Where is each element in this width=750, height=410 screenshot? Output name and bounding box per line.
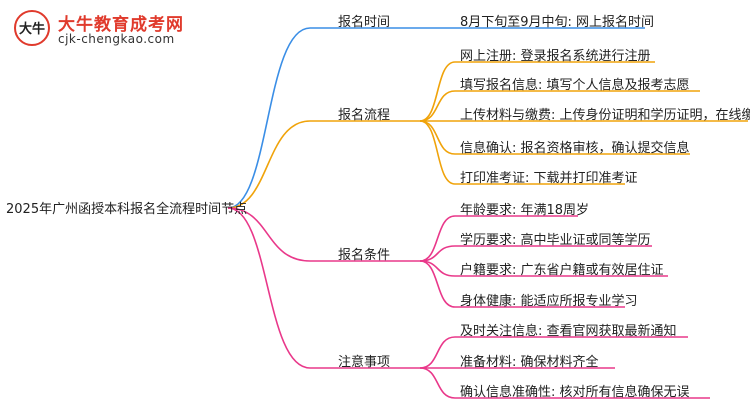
connector-leaf-3-4 (419, 260, 625, 308)
leaf-process-3: 上传材料与缴费: 上传身份证明和学历证明，在线缴费 (460, 108, 750, 123)
leaf-process-5: 打印准考证: 下载并打印准考证 (460, 171, 638, 186)
connector-leaf-3-1 (419, 215, 578, 262)
connector-leaf-2-5 (419, 120, 625, 185)
branch-label-conditions: 报名条件 (338, 248, 391, 263)
leaf-process-2: 填写报名信息: 填写个人信息及报考志愿 (460, 78, 690, 93)
root-node: 2025年广州函授本科报名全流程时间节点 (6, 202, 248, 217)
leaf-conditions-4: 身体健康: 能适应所报专业学习 (460, 294, 638, 309)
leaf-conditions-2: 学历要求: 高中毕业证或同等学历 (460, 233, 651, 248)
leaf-process-4: 信息确认: 报名资格审核，确认提交信息 (460, 141, 690, 156)
connector-leaf-2-2 (419, 90, 700, 122)
leaf-process-1: 网上注册: 登录报名系统进行注册 (460, 49, 651, 64)
logo-url: cjk-chengkao.com (58, 32, 175, 46)
branch-label-notes: 注意事项 (338, 355, 391, 370)
leaf-conditions-1: 年龄要求: 年满18周岁 (460, 203, 590, 218)
site-logo[interactable]: 大牛 大牛教育成考网 cjk-chengkao.com (10, 6, 260, 52)
leaf-conditions-3: 户籍要求: 广东省户籍或有效居住证 (460, 263, 664, 278)
branch-label-time: 报名时间 (338, 15, 391, 30)
connector-root-branch-2 (227, 120, 420, 209)
leaf-notes-3: 确认信息准确性: 核对所有信息确保无误 (460, 385, 690, 400)
leaf-time-1: 8月下旬至9月中旬: 网上报名时间 (460, 15, 655, 30)
connector-leaf-4-3 (419, 367, 710, 399)
logo-name: 大牛教育成考网 (58, 15, 184, 35)
connector-root-branch-3 (227, 207, 420, 262)
logo-mark-text: 大牛 (19, 21, 45, 37)
connector-root-branch-4 (227, 207, 420, 369)
leaf-notes-1: 及时关注信息: 查看官网获取最新通知 (460, 324, 677, 339)
connector-leaf-3-2 (419, 245, 652, 262)
connector-leaf-2-4 (419, 120, 690, 155)
connector-leaf-4-1 (419, 336, 688, 369)
connector-leaf-2-1 (419, 61, 655, 122)
logo-mark-icon: 大牛 (14, 10, 50, 46)
connector-root-branch-1 (227, 27, 420, 209)
leaf-notes-2: 准备材料: 确保材料齐全 (460, 355, 599, 370)
branch-label-process: 报名流程 (338, 108, 391, 123)
